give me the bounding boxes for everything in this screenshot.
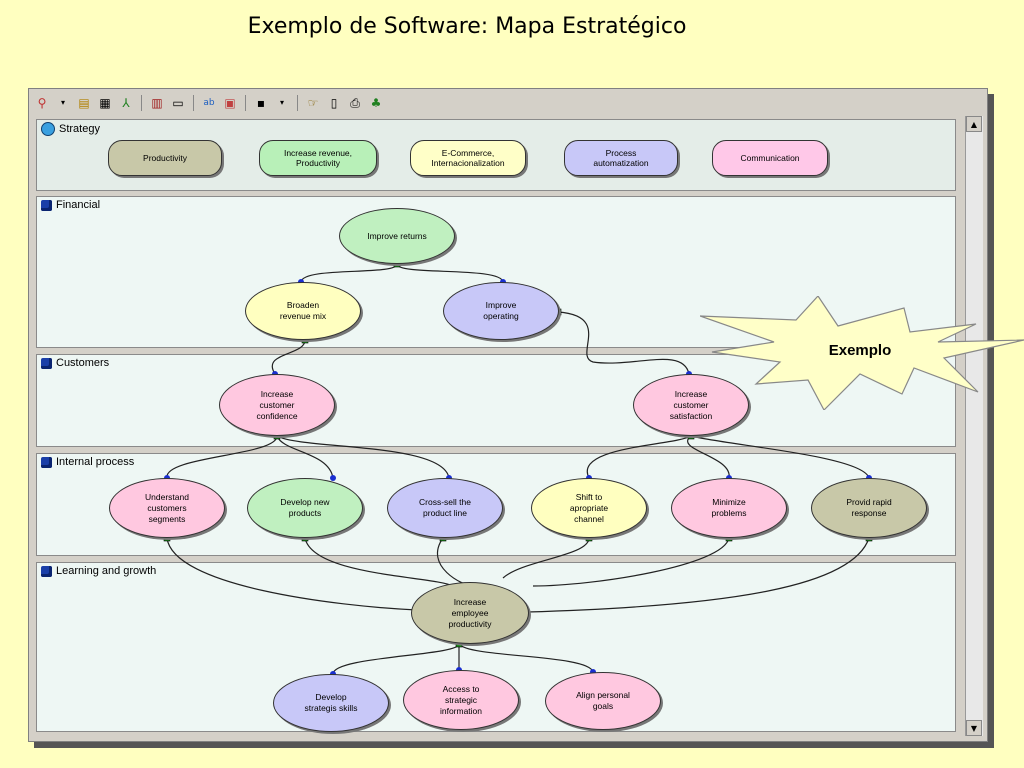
scroll-up-button[interactable]: ▲ xyxy=(966,116,982,132)
band-title: Financial xyxy=(56,199,101,211)
node-cross-sell-product-line[interactable]: Cross-sell the product line xyxy=(387,478,503,538)
node-align-personal-goals[interactable]: Align personal goals xyxy=(545,672,661,730)
layer-icon[interactable]: ▣ xyxy=(224,96,236,110)
node-increase-employee-productivity[interactable]: Increase employee productivity xyxy=(411,582,529,644)
toolbar: ⚲ ▾ ▤ ▦ ⅄ ▥ ▭ ab ▣ ▪ ▾ ☞ ▯ ⎙ ♣ xyxy=(33,92,963,114)
cube-icon xyxy=(41,199,52,211)
scroll-down-button[interactable]: ▼ xyxy=(966,720,982,736)
band-title: Customers xyxy=(56,357,110,369)
toolbar-separator xyxy=(297,95,298,111)
toolbar-separator xyxy=(141,95,142,111)
layout-icon[interactable]: ▤ xyxy=(78,96,90,110)
toolbar-separator xyxy=(245,95,246,111)
node-broaden-revenue-mix[interactable]: Broaden revenue mix xyxy=(245,282,361,340)
node-increase-customer-confidence[interactable]: Increase customer confidence xyxy=(219,374,335,436)
band-title: Strategy xyxy=(59,123,100,135)
band-title: Internal process xyxy=(56,456,135,468)
callout-starburst xyxy=(700,296,1024,410)
strategy-pill-communication[interactable]: Communication xyxy=(712,140,828,176)
node-improve-returns[interactable]: Improve returns xyxy=(339,208,455,264)
calendar-icon[interactable]: ▥ xyxy=(151,96,163,110)
tree-icon[interactable]: ♣ xyxy=(370,96,382,110)
org-chart-icon[interactable]: ⚲ xyxy=(37,96,47,110)
diagram-canvas[interactable]: Strategy Financial Customers Internal pr… xyxy=(33,116,957,736)
open-icon[interactable]: ▯ xyxy=(330,96,338,110)
node-understand-customer-segments[interactable]: Understand customers segments xyxy=(109,478,225,538)
node-shift-to-appropriate-channel[interactable]: Shift to apropriate channel xyxy=(531,478,647,538)
vertical-scrollbar[interactable]: ▲ ▼ xyxy=(965,116,983,736)
node-develop-new-products[interactable]: Develop new products xyxy=(247,478,363,538)
flow-icon[interactable]: ⅄ xyxy=(122,96,130,110)
text-color-icon[interactable]: ab xyxy=(203,97,215,108)
table-icon[interactable]: ▭ xyxy=(172,96,184,110)
export-icon[interactable]: ☞ xyxy=(307,96,319,110)
save-icon[interactable]: ▪ xyxy=(256,96,266,110)
cube-icon xyxy=(41,456,52,468)
node-minimize-problems[interactable]: Minimize problems xyxy=(671,478,787,538)
dropdown-arrow-icon[interactable]: ▾ xyxy=(60,98,65,107)
strategy-pill-increase-revenue[interactable]: Increase revenue, Productivity xyxy=(259,140,377,176)
toolbar-separator xyxy=(193,95,194,111)
print-icon[interactable]: ⎙ xyxy=(350,96,360,110)
callout-label: Exemplo xyxy=(828,342,892,359)
node-access-strategic-information[interactable]: Access to strategic information xyxy=(403,670,519,730)
connector-links xyxy=(163,260,873,677)
strategy-pill-process-automatization[interactable]: Process automatization xyxy=(564,140,678,176)
slide-title: Exemplo de Software: Mapa Estratégico xyxy=(247,14,687,39)
node-provide-rapid-response[interactable]: Provid rapid response xyxy=(811,478,927,538)
dropdown-arrow-icon[interactable]: ▾ xyxy=(279,98,284,107)
cube-icon xyxy=(41,357,52,369)
node-develop-strategic-skills[interactable]: Develop strategis skills xyxy=(273,674,389,732)
strategy-pill-ecommerce[interactable]: E-Commerce, Internacionalization xyxy=(410,140,526,176)
node-increase-customer-satisfaction[interactable]: Increase customer satisfaction xyxy=(633,374,749,436)
grid-icon[interactable]: ▦ xyxy=(99,96,111,110)
cube-icon xyxy=(41,565,52,577)
strategy-map-window: ⚲ ▾ ▤ ▦ ⅄ ▥ ▭ ab ▣ ▪ ▾ ☞ ▯ ⎙ ♣ Strategy … xyxy=(28,88,988,742)
strategy-pill-productivity[interactable]: Productivity xyxy=(108,140,222,176)
band-title: Learning and growth xyxy=(56,565,157,577)
node-improve-operating[interactable]: Improve operating xyxy=(443,282,559,340)
globe-icon xyxy=(41,122,55,136)
